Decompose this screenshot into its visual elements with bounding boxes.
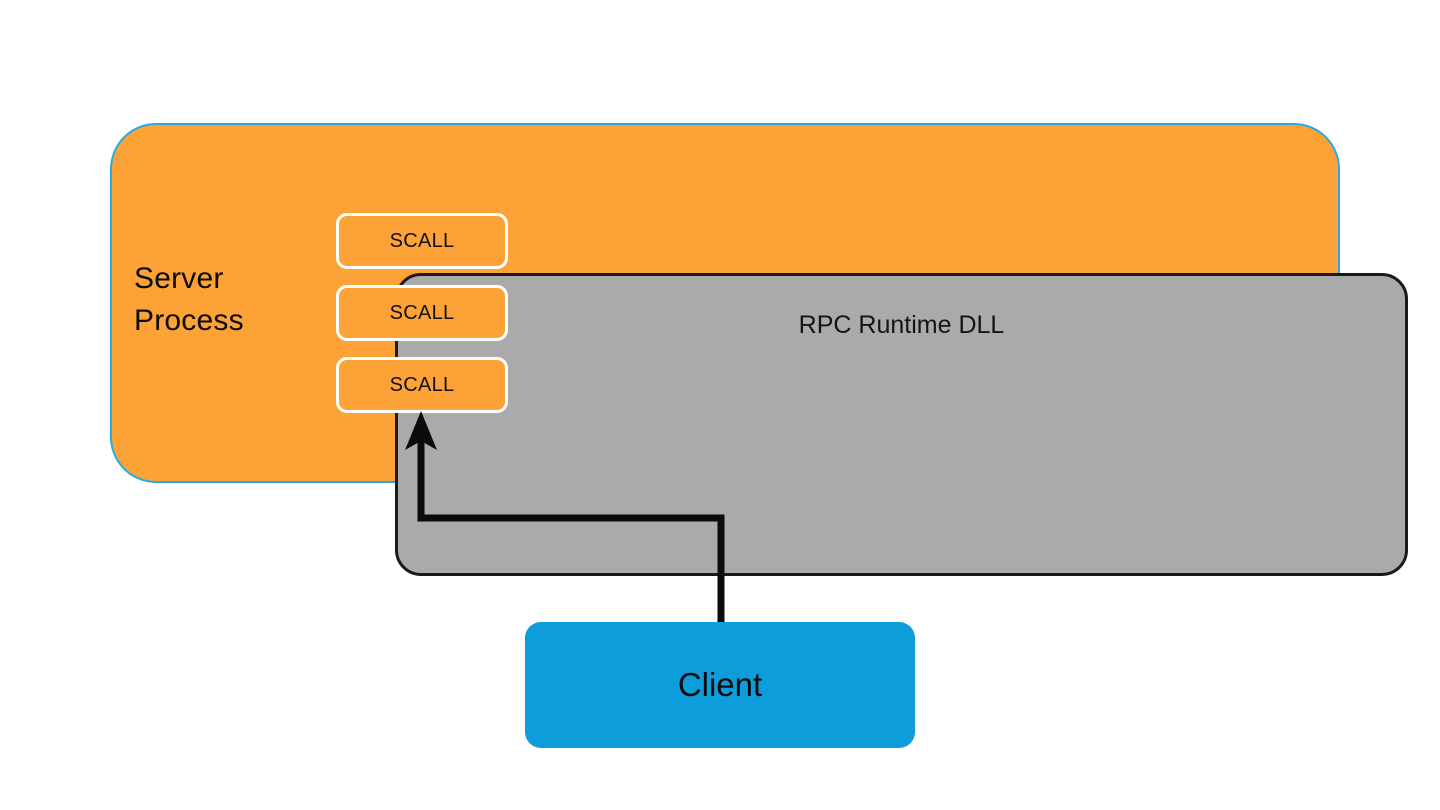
- scall-block-3[interactable]: SCALL: [336, 357, 508, 413]
- server-process-container: RPC Runtime DLL: [110, 123, 1408, 576]
- scall-block-2[interactable]: SCALL: [336, 285, 508, 341]
- scall-block-1[interactable]: SCALL: [336, 213, 508, 269]
- server-process-label: Server Process: [134, 262, 244, 337]
- rpc-runtime-dll-label: RPC Runtime DLL: [798, 311, 1005, 339]
- rpc-runtime-dll-container: RPC Runtime DLL: [395, 273, 1408, 576]
- client-box[interactable]: Client: [525, 622, 915, 748]
